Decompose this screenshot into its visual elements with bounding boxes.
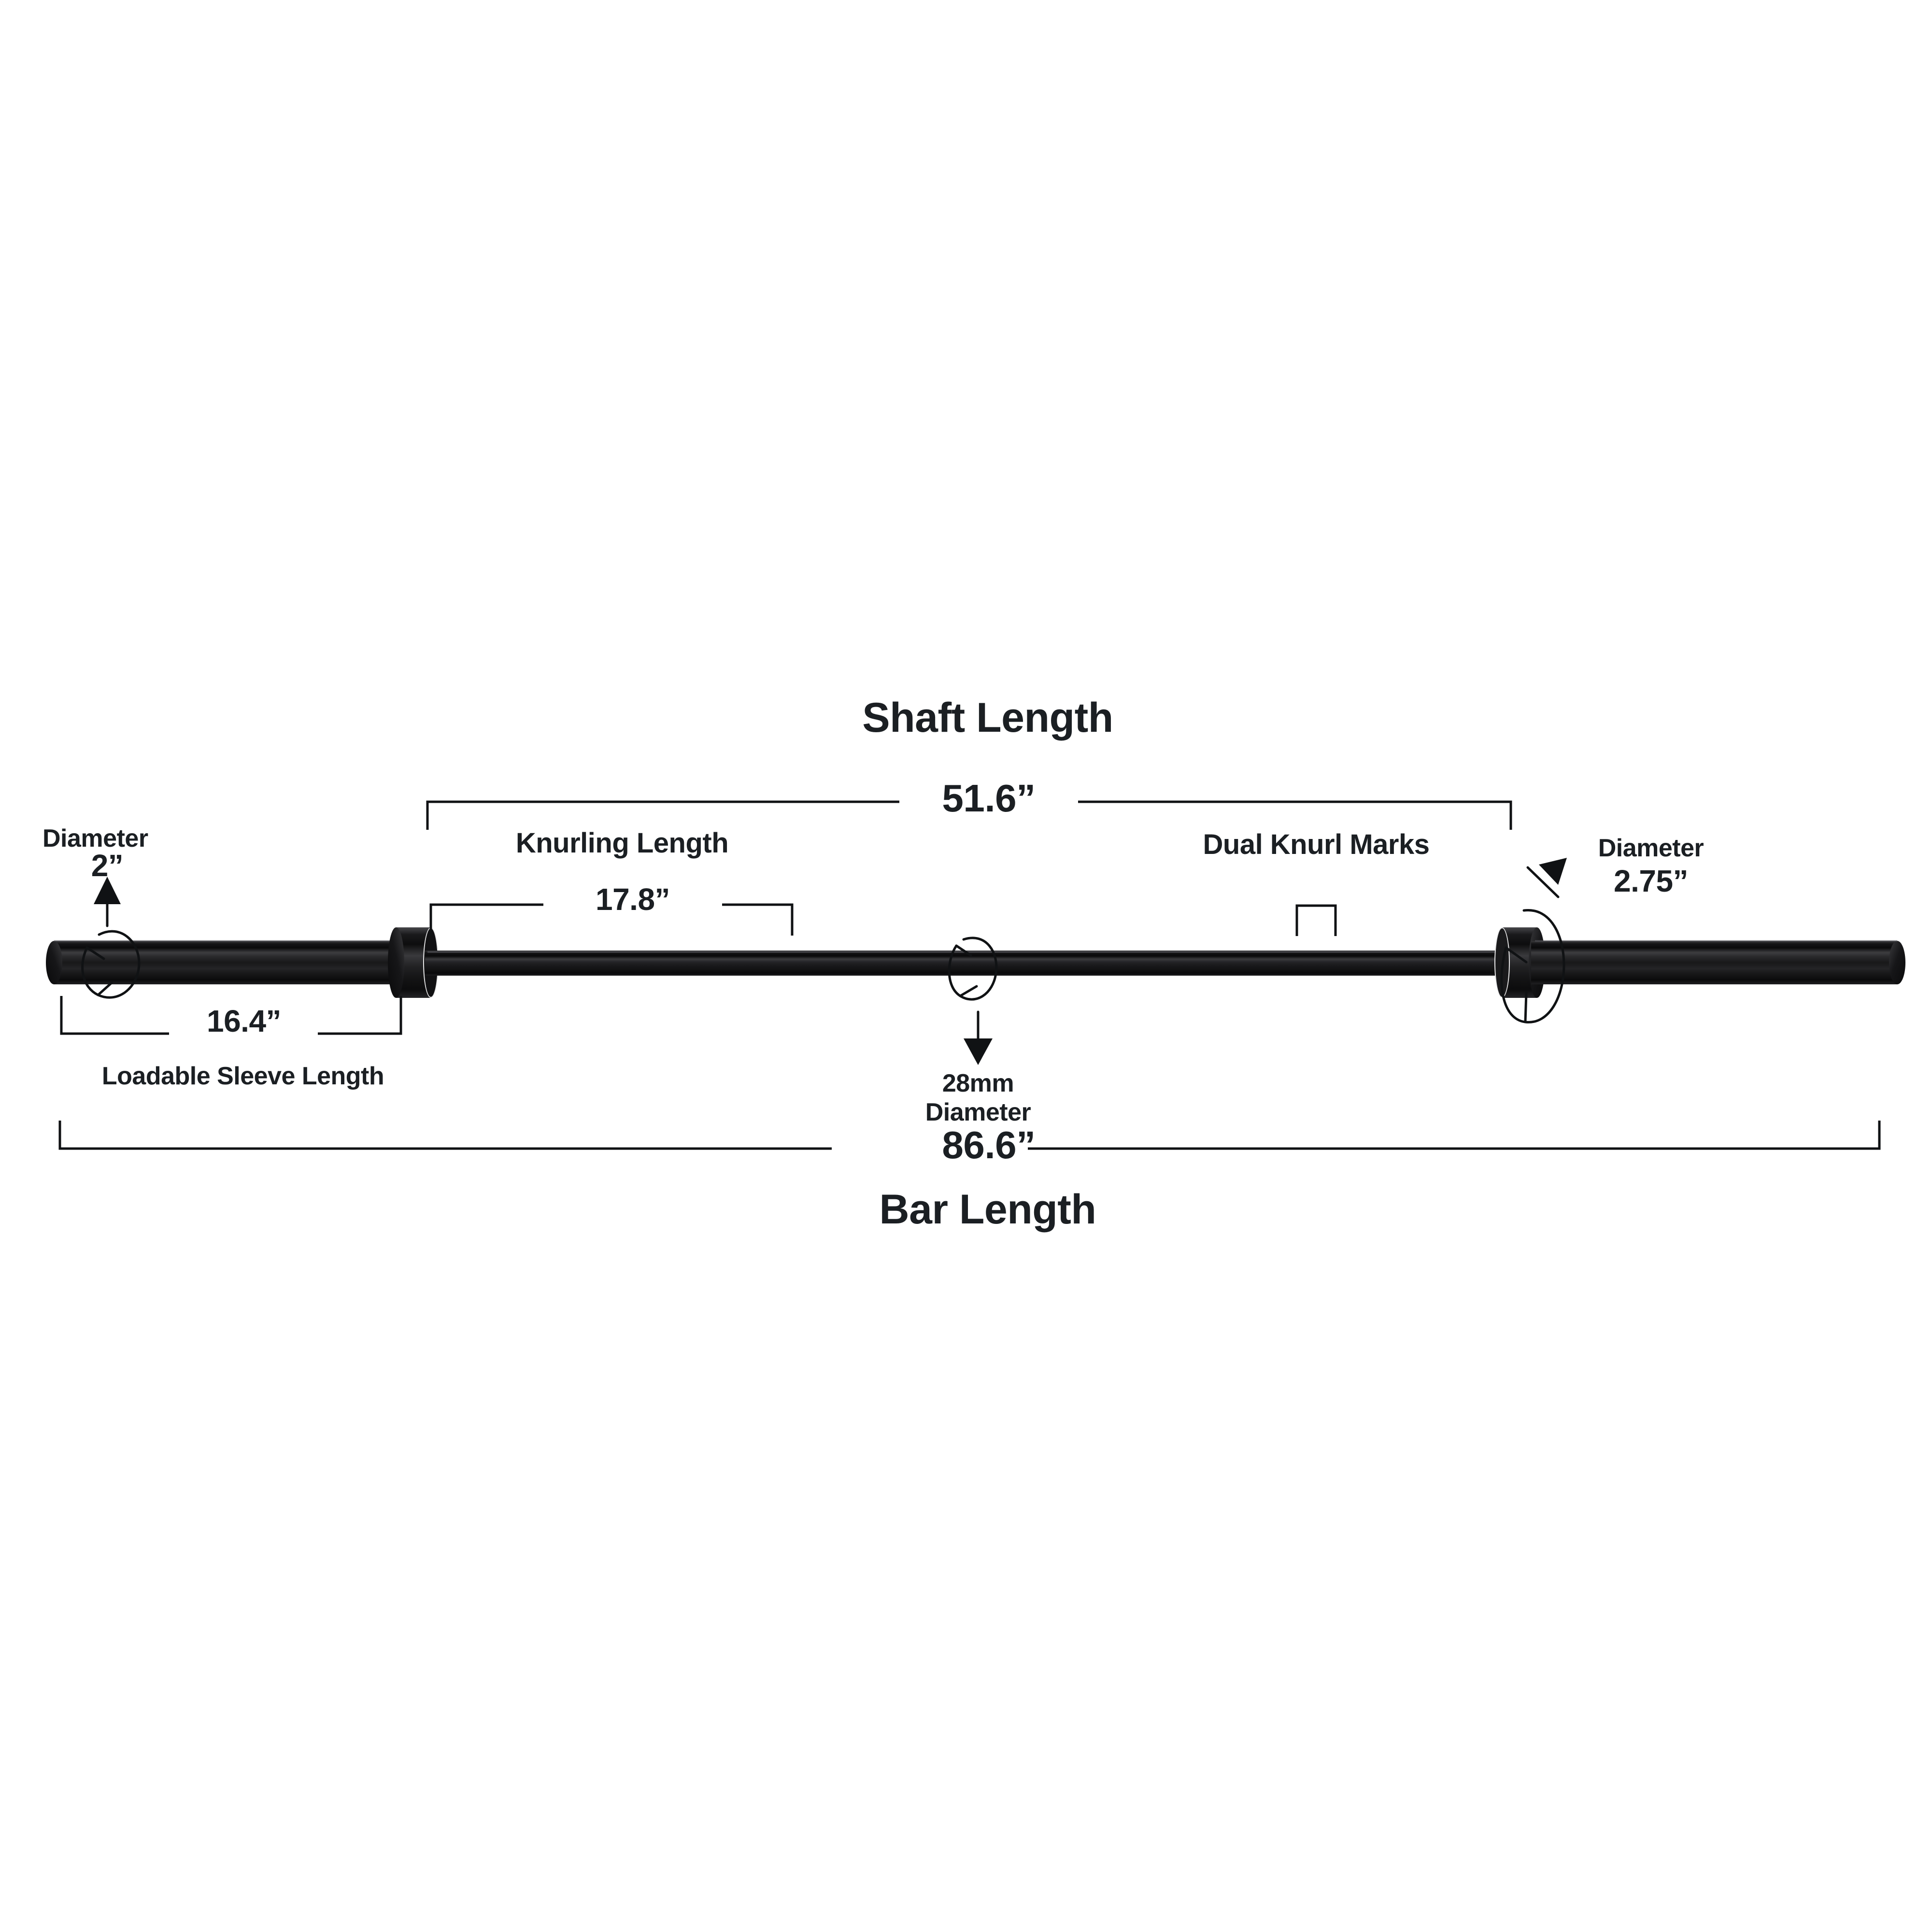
right-diameter-value: 2.75” (1613, 864, 1689, 898)
bar-length-value: 86.6” (942, 1123, 1036, 1166)
right-rotation-ellipse-icon (1500, 909, 1565, 1023)
dual-knurl-marks-bracket (1295, 904, 1337, 936)
dimension-lines (58, 800, 1881, 1150)
knurling-length-value: 17.8” (595, 882, 670, 917)
diameter-callouts (81, 858, 1567, 1065)
loadable-sleeve-value: 16.4” (206, 1004, 282, 1038)
knurling-length-bracket-left (429, 903, 543, 936)
knurling-length-bracket-right (722, 903, 794, 936)
bar-length-bracket-left (58, 1121, 832, 1150)
left-diameter-value: 2” (91, 848, 124, 883)
shaft-length-value: 51.6” (942, 777, 1036, 820)
bar-shaft (425, 951, 1507, 976)
loadable-sleeve-title: Loadable Sleeve Length (101, 1062, 384, 1090)
right-sleeve (1531, 940, 1905, 984)
right-diameter-title: Diameter (1598, 834, 1704, 862)
shaft-diameter-unit-label: Diameter (925, 1098, 1031, 1126)
left-sleeve (46, 940, 414, 984)
loadable-sleeve-bracket-right (318, 996, 402, 1035)
shaft-diameter-arrowhead (964, 1038, 993, 1065)
knurling-length-title: Knurling Length (515, 827, 729, 859)
loadable-sleeve-bracket-left (60, 996, 169, 1035)
shaft-diameter-value: 28mm (942, 1069, 1014, 1097)
right-diameter-leader (1526, 866, 1560, 898)
shaft-length-bracket-left (426, 800, 899, 830)
shaft-length-title: Shaft Length (862, 695, 1113, 741)
left-rotation-ellipse-icon (81, 930, 141, 999)
left-diameter-title: Diameter (43, 824, 148, 852)
left-diameter-arrowhead (94, 877, 121, 904)
bar-length-title: Bar Length (879, 1186, 1096, 1233)
shaft-rotation-ellipse-icon (948, 937, 998, 1001)
right-diameter-arrowhead (1539, 858, 1567, 885)
barbell-illustration (46, 927, 1905, 998)
shaft-length-bracket-right (1078, 800, 1512, 830)
dual-knurl-marks-title: Dual Knurl Marks (1203, 829, 1430, 860)
bar-length-bracket-right (1028, 1121, 1881, 1150)
